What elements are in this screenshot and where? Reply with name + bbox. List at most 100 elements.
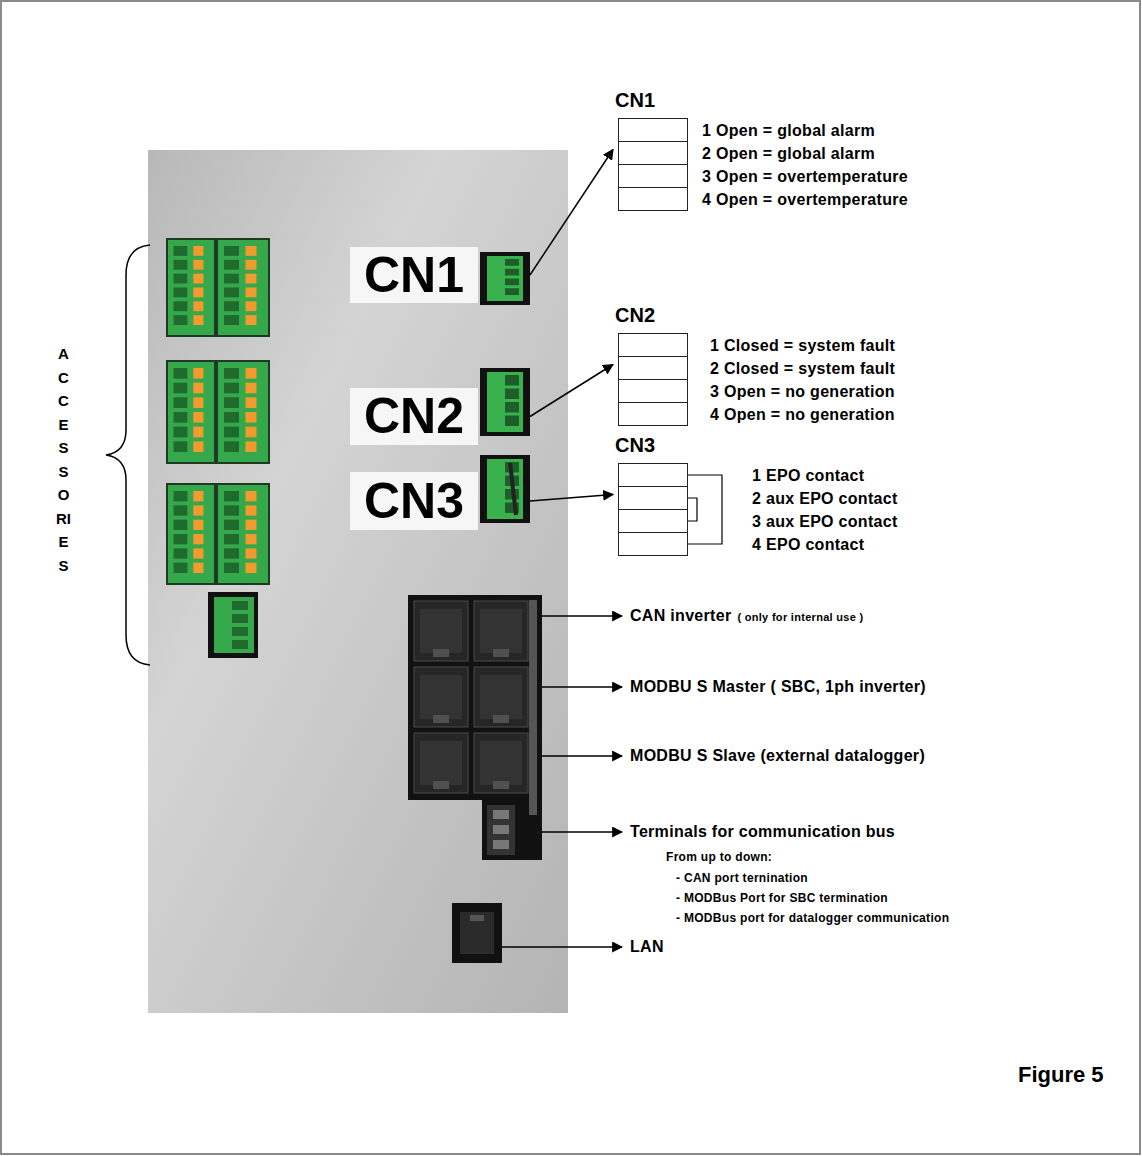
terminal-lever [193,368,203,379]
connector-pin [505,288,519,295]
terminal-hole [224,534,239,544]
rj45-tab [493,649,509,657]
terminal-hole [174,491,188,501]
leader-arrow [502,946,622,948]
terminal-hole [224,246,239,256]
terminal-block [168,362,214,462]
terminal-block [168,240,214,335]
rj45-port [474,601,528,661]
pin-description: 4 EPO contact [752,533,864,556]
termination-switches [487,805,515,855]
connector-plug [487,256,523,301]
port-block [408,595,542,860]
terminal-lever [193,412,203,423]
terminal-shadow [216,360,270,464]
terminal-lever [246,260,257,270]
terminal-lever [246,368,257,379]
pin-description: 1 Open = global alarm [702,119,875,142]
terminal-lever [246,274,257,284]
termination-switch [493,825,509,834]
terminal-lever [246,505,257,515]
pin-description: 2 Closed = system fault [710,357,895,380]
port-label: - MODBus Port for SBC termination [676,891,888,906]
terminal-lever [246,441,257,452]
terminal-hole [224,520,239,530]
terminal-hole [174,505,188,515]
terminal-shadow [166,483,216,585]
connector-housing [480,455,530,523]
table-heading: CN3 [615,433,898,457]
terminal-hole [174,548,188,558]
terminal-lever [193,520,203,530]
terminal-hole [224,368,239,379]
terminal-lever [246,427,257,438]
terminal-lever [246,563,257,573]
connector-pin [505,269,519,276]
table-row: 3 aux EPO contact [615,509,898,533]
leader-arrow [542,831,622,833]
pin-description: 3 Open = overtemperature [702,165,908,188]
rj45-tab [493,715,509,723]
terminal-lever [246,246,257,256]
terminal-lever [246,548,257,558]
terminal-lever [246,412,257,423]
terminal-lever [193,397,203,408]
terminal-hole [224,427,239,438]
figure-caption: Figure 5 [1018,1061,1104,1089]
terminal-lever [193,288,203,298]
leader-arrow [542,615,622,617]
terminal-block [214,597,254,653]
rj45-tab [433,715,449,723]
table-row: 1 Closed = system fault [615,333,895,357]
table-heading: CN1 [615,88,908,112]
terminal-hole [174,534,188,544]
connector-name: CN2 [350,388,478,445]
terminal-lever [193,491,203,501]
table-cell [618,532,688,556]
connector-pin [505,416,519,427]
rj45-port [414,601,468,661]
bracket [106,245,150,665]
rj45-socket [420,609,462,653]
terminal-hole [174,441,188,452]
port-label: MODBU S Slave (external datalogger) [630,746,925,766]
terminal-hole [232,640,248,649]
connector-plug [487,372,523,432]
terminal-block [168,485,214,583]
terminal-hole [232,614,248,623]
terminal-hole [232,601,248,610]
terminal-hole [174,301,188,311]
port-label: LAN [630,937,664,957]
connector-pin [505,402,519,413]
terminal-hole [224,315,239,325]
terminal-hole [174,383,188,394]
terminal-lever [246,383,257,394]
connector-pin [505,279,519,286]
terminal-hole [174,563,188,573]
terminal-hole [224,412,239,423]
jumper-line [688,498,697,521]
pin-table: CN21 Closed = system fault2 Closed = sys… [615,303,895,426]
connector-pin [505,259,519,266]
rj45-port [474,667,528,727]
terminal-hole [174,397,188,408]
pin-table: CN31 EPO contact2 aux EPO contact3 aux E… [615,433,898,556]
lan-port [452,903,502,963]
connector-label: CN1 [350,247,530,303]
terminal-lever [246,301,257,311]
port-label: ( only for internal use ) [737,611,863,625]
table-cell [618,486,688,510]
leader-arrow [542,686,622,688]
terminal-hole [224,301,239,311]
slot [529,600,537,815]
rj45-tab [433,781,449,789]
port-label: - MODBus port for datalogger communicati… [676,911,949,926]
terminal-lever [193,260,203,270]
table-row: 2 Open = global alarm [615,141,908,165]
table-cell [618,509,688,533]
table-cell [618,333,688,357]
